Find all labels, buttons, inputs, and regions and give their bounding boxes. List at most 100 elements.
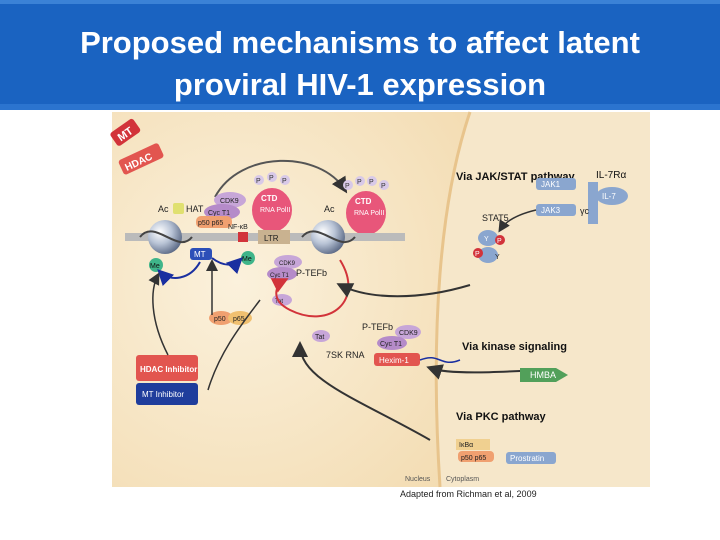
me-left — [149, 258, 163, 272]
pkc-arrow — [292, 341, 431, 441]
p50p65-top-label: p50 p65 — [198, 220, 223, 227]
svg-text:p50 p65: p50 p65 — [461, 455, 486, 462]
svg-text:p65: p65 — [233, 316, 245, 323]
rna-pol-left-label: RNA PolII — [260, 207, 290, 214]
ptefb-lower-label: P-TEFb — [362, 322, 393, 332]
ptefb-mid-label: P-TEFb — [296, 268, 327, 278]
ctd-right-label: CTD — [355, 197, 372, 206]
stat5-dimer: Y P P Y — [473, 230, 505, 263]
jak1-box — [536, 178, 576, 190]
il7-receptor-bar — [588, 182, 598, 224]
rna-pol-right-label: RNA PolII — [354, 210, 384, 217]
svg-text:JAK1: JAK1 — [541, 180, 561, 189]
svg-text:p50: p50 — [214, 316, 226, 323]
svg-text:P: P — [475, 251, 480, 258]
cyct1-mid-shape — [267, 267, 297, 281]
nucleosome-right — [301, 220, 356, 254]
pkc-label: Via PKC pathway — [456, 411, 547, 423]
svg-text:Cyc T1: Cyc T1 — [270, 273, 290, 279]
svg-text:P: P — [497, 238, 502, 245]
jakstat-arrow — [336, 283, 471, 298]
svg-text:Me: Me — [242, 256, 252, 263]
svg-text:HDAC Inhibitor: HDAC Inhibitor — [140, 365, 197, 374]
ikba-box — [456, 439, 490, 450]
svg-text:Hexim-1: Hexim-1 — [379, 356, 409, 365]
svg-text:P: P — [357, 179, 362, 186]
hexim-box — [374, 353, 420, 366]
ltr-box — [258, 230, 290, 244]
source-credit: Adapted from Richman et al, 2009 — [400, 489, 537, 499]
mt-node — [190, 248, 212, 260]
title-accent-line — [0, 0, 720, 4]
slide-title-line-2: proviral HIV-1 expression — [173, 67, 547, 102]
svg-text:P: P — [369, 179, 374, 186]
nfkb-label: NF-κB — [228, 224, 248, 231]
p50p65-top-shape — [196, 216, 232, 228]
slide-title-line-1: Proposed mechanisms to affect latent — [80, 25, 640, 60]
svg-text:Tat: Tat — [315, 334, 324, 341]
svg-text:CDK9: CDK9 — [279, 261, 296, 267]
il7-shape — [596, 187, 628, 205]
kinase-label: Via kinase signaling — [462, 341, 567, 353]
phospho-right: P P P P — [343, 176, 389, 190]
svg-text:CDK9: CDK9 — [399, 330, 418, 337]
svg-text:IL-7: IL-7 — [602, 192, 616, 201]
svg-text:IκBα: IκBα — [459, 442, 473, 449]
gamma-c-label: γc — [580, 206, 590, 216]
ac-tag-left — [173, 203, 184, 214]
hat-label: HAT — [186, 204, 204, 214]
svg-text:P: P — [256, 178, 261, 185]
title-bar — [0, 0, 720, 110]
cdk9-lower-shape — [395, 325, 421, 339]
transition-arrow — [214, 159, 348, 198]
cdk9-mid-shape — [274, 255, 302, 269]
nuclear-membrane — [434, 111, 472, 488]
hdac-inhibitor-arrow — [148, 272, 169, 356]
cytoplasm-label: Cytoplasm — [446, 476, 479, 483]
nucleus-label: Nucleus — [405, 476, 431, 483]
p65-shape — [228, 311, 252, 325]
svg-text:JAK3: JAK3 — [541, 206, 561, 215]
svg-text:Y: Y — [484, 236, 489, 243]
ctd-left-label: CTD — [261, 194, 278, 203]
hmba-box — [520, 368, 568, 382]
cyct1-top-label: Cyc T1 — [208, 210, 230, 217]
ac-left-label: Ac — [158, 204, 169, 214]
svg-text:MT: MT — [194, 250, 206, 259]
p50-shape — [209, 311, 233, 325]
rna7sk-label: 7SK RNA — [326, 350, 365, 360]
il7ra-label: IL-7Rα — [596, 170, 626, 181]
svg-text:MT Inhibitor: MT Inhibitor — [142, 390, 184, 399]
svg-text:P: P — [381, 183, 386, 190]
svg-text:HMBA: HMBA — [530, 370, 556, 380]
me-right — [241, 251, 255, 265]
nfkb-site — [238, 232, 248, 242]
phospho-left: P P P — [254, 172, 290, 185]
ltr-label: LTR — [264, 234, 279, 243]
title-rule — [0, 104, 720, 110]
tat-shape — [312, 330, 330, 342]
stat5-label: STAT5 — [482, 213, 509, 223]
svg-text:Me: Me — [150, 263, 160, 270]
p50p65-bottom-box — [458, 451, 494, 462]
cdk9-top-label: CDK9 — [220, 198, 239, 205]
svg-text:Cyc T1: Cyc T1 — [380, 341, 402, 348]
rna-pol-left — [252, 188, 292, 232]
prostratin-box — [506, 452, 556, 464]
mt-inhibitor-box — [136, 383, 198, 405]
svg-text:P: P — [282, 178, 287, 185]
svg-text:P: P — [345, 183, 350, 190]
svg-text:Y: Y — [495, 254, 500, 261]
inhibitor-arrow-2 — [207, 299, 261, 391]
jak-stat-arrow — [498, 209, 537, 233]
ac-right-label: Ac — [324, 204, 335, 214]
cyct1-lower-shape — [377, 336, 407, 350]
svg-text:P: P — [269, 175, 274, 182]
nucleosome-left — [139, 220, 193, 254]
svg-text:Prostratin: Prostratin — [510, 454, 544, 463]
hdac-inhibitor-box — [136, 355, 198, 381]
mt-arrow-left — [157, 261, 201, 287]
rna-pol-right — [346, 191, 386, 235]
jak3-box — [536, 204, 576, 216]
